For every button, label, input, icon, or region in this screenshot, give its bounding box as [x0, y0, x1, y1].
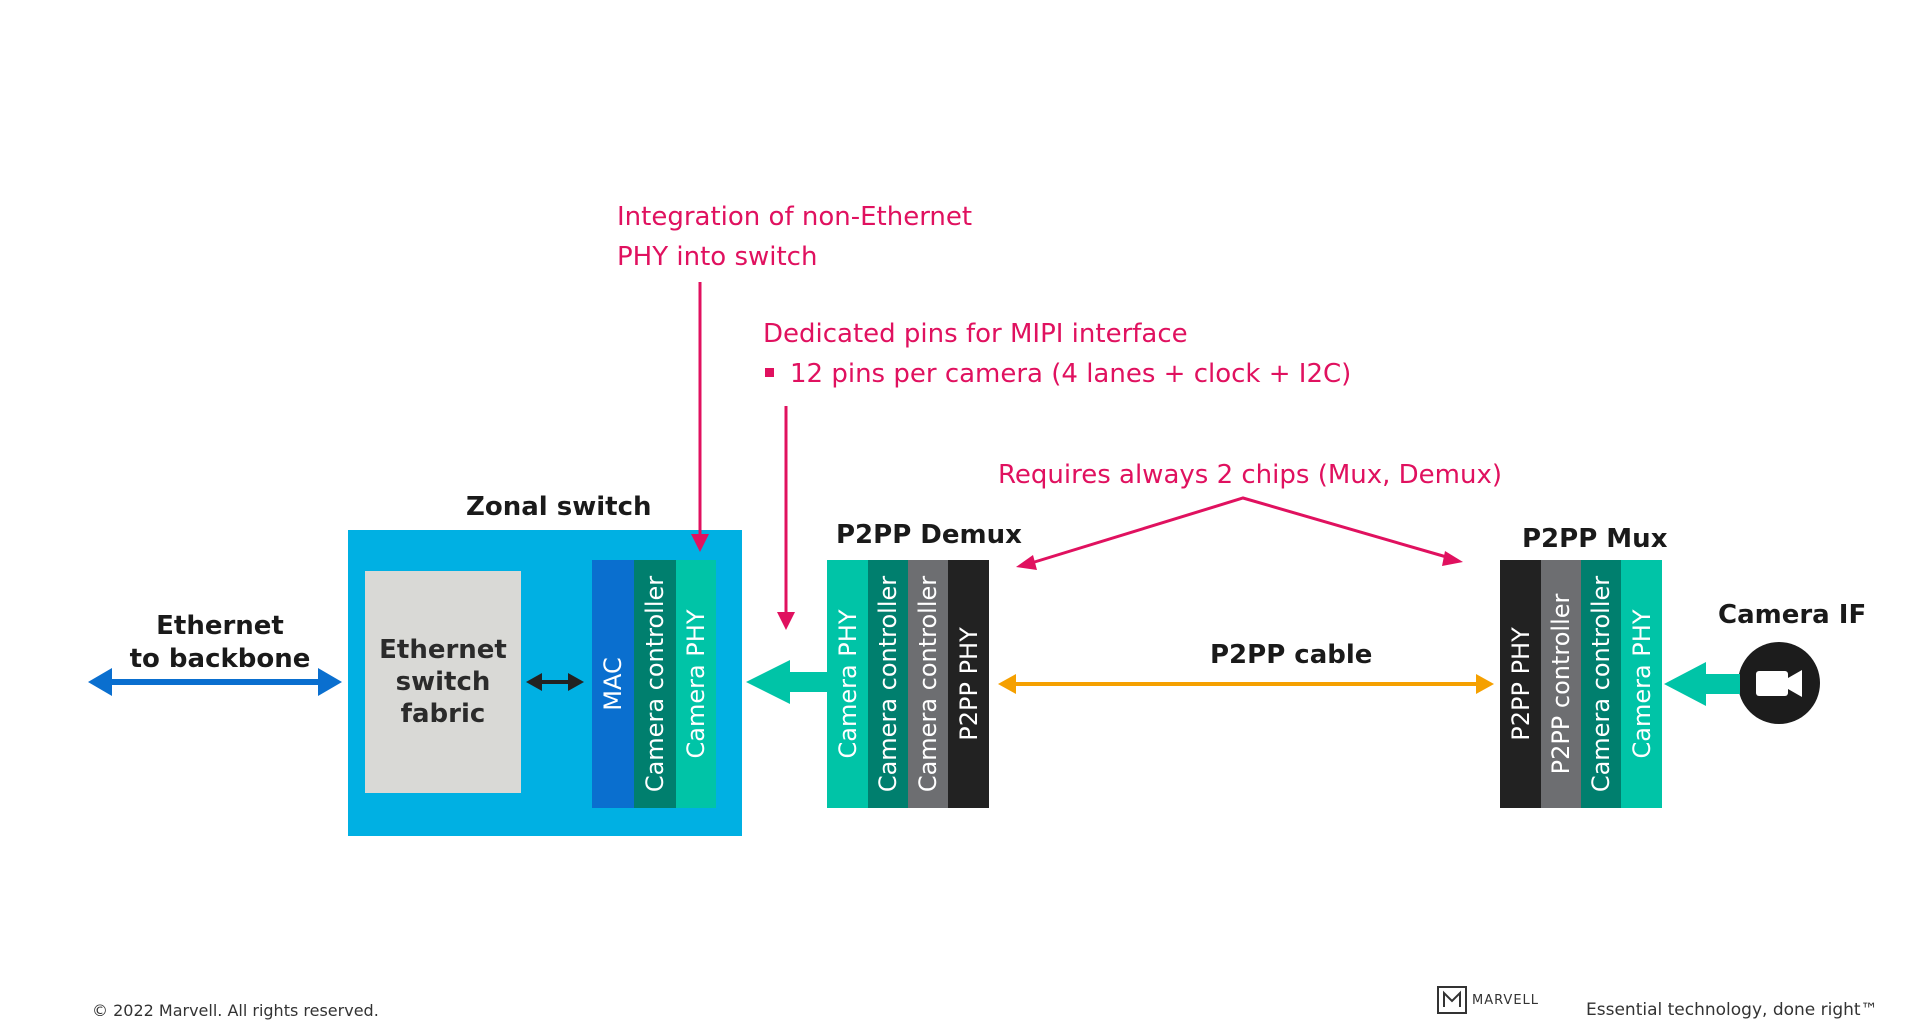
- pins-arrow: [777, 406, 795, 630]
- ethernet-backbone-label: Ethernet to backbone: [110, 610, 330, 676]
- demux-camera-phy-strip: Camera PHY: [827, 560, 868, 808]
- zonal-chip-stack: MAC Camera controller Camera PHY: [592, 560, 716, 808]
- mux-p2pp-controller-strip: P2PP controller: [1541, 560, 1581, 808]
- mux-p2pp-phy-strip: P2PP PHY: [1500, 560, 1541, 808]
- marvell-logo-icon: [1437, 986, 1467, 1014]
- pins-bullet: 12 pins per camera (4 lanes + clock + I2…: [763, 354, 1351, 394]
- demux-camera-controller-strip: Camera controller: [868, 560, 908, 808]
- chips-annotation: Requires always 2 chips (Mux, Demux): [998, 460, 1503, 490]
- camera-if-label: Camera IF: [1718, 600, 1867, 630]
- video-camera-glyph: [1756, 670, 1802, 697]
- video-camera-icon: [1738, 642, 1820, 724]
- mac-strip: MAC: [592, 560, 634, 808]
- ethernet-backbone-line-1: Ethernet: [156, 611, 284, 641]
- ethernet-switch-fabric: Ethernet switch fabric: [365, 571, 521, 793]
- mux-camera-controller-strip: Camera controller: [1581, 560, 1621, 808]
- zonal-camera-controller-strip: Camera controller: [634, 560, 676, 808]
- integration-line-2: PHY into switch: [617, 242, 818, 272]
- demux-to-zonal-arrow: [746, 660, 827, 704]
- mux-chip-stack: P2PP PHY P2PP controller Camera controll…: [1500, 560, 1662, 808]
- marvell-brand-text: MARVELL: [1472, 992, 1540, 1008]
- integration-line-1: Integration of non-Ethernet: [617, 202, 973, 232]
- integration-annotation: Integration of non-Ethernet PHY into swi…: [617, 197, 972, 277]
- integration-arrow: [691, 282, 709, 552]
- demux-p2pp-phy-strip: P2PP PHY: [948, 560, 989, 808]
- marvell-logo: MARVELL: [1437, 986, 1539, 1014]
- p2pp-cable-arrow: [998, 674, 1494, 694]
- camera-to-mux-arrow: [1664, 662, 1740, 706]
- tagline: Essential technology, done right™: [1586, 1000, 1878, 1020]
- chips-chevron-arrow: [1016, 496, 1463, 570]
- zonal-switch-title: Zonal switch: [466, 492, 652, 522]
- ethernet-backbone-line-2: to backbone: [129, 644, 311, 674]
- mux-title: P2PP Mux: [1522, 524, 1668, 554]
- zonal-camera-phy-strip: Camera PHY: [676, 560, 716, 808]
- pins-line-1: Dedicated pins for MIPI interface: [763, 319, 1188, 349]
- demux-camera-controller-2-strip: Camera controller: [908, 560, 948, 808]
- fabric-mac-arrow: [526, 673, 584, 691]
- copyright: © 2022 Marvell. All rights reserved.: [92, 1001, 379, 1020]
- pins-bullet-text: 12 pins per camera (4 lanes + clock + I2…: [790, 359, 1352, 389]
- ethernet-arrow: [88, 668, 342, 696]
- bullet-square-icon: [765, 368, 774, 377]
- demux-chip-stack: Camera PHY Camera controller Camera cont…: [827, 560, 989, 808]
- pins-annotation: Dedicated pins for MIPI interface 12 pin…: [763, 314, 1351, 394]
- mux-camera-phy-strip: Camera PHY: [1621, 560, 1662, 808]
- demux-title: P2PP Demux: [836, 520, 1022, 550]
- cable-label: P2PP cable: [1210, 640, 1373, 670]
